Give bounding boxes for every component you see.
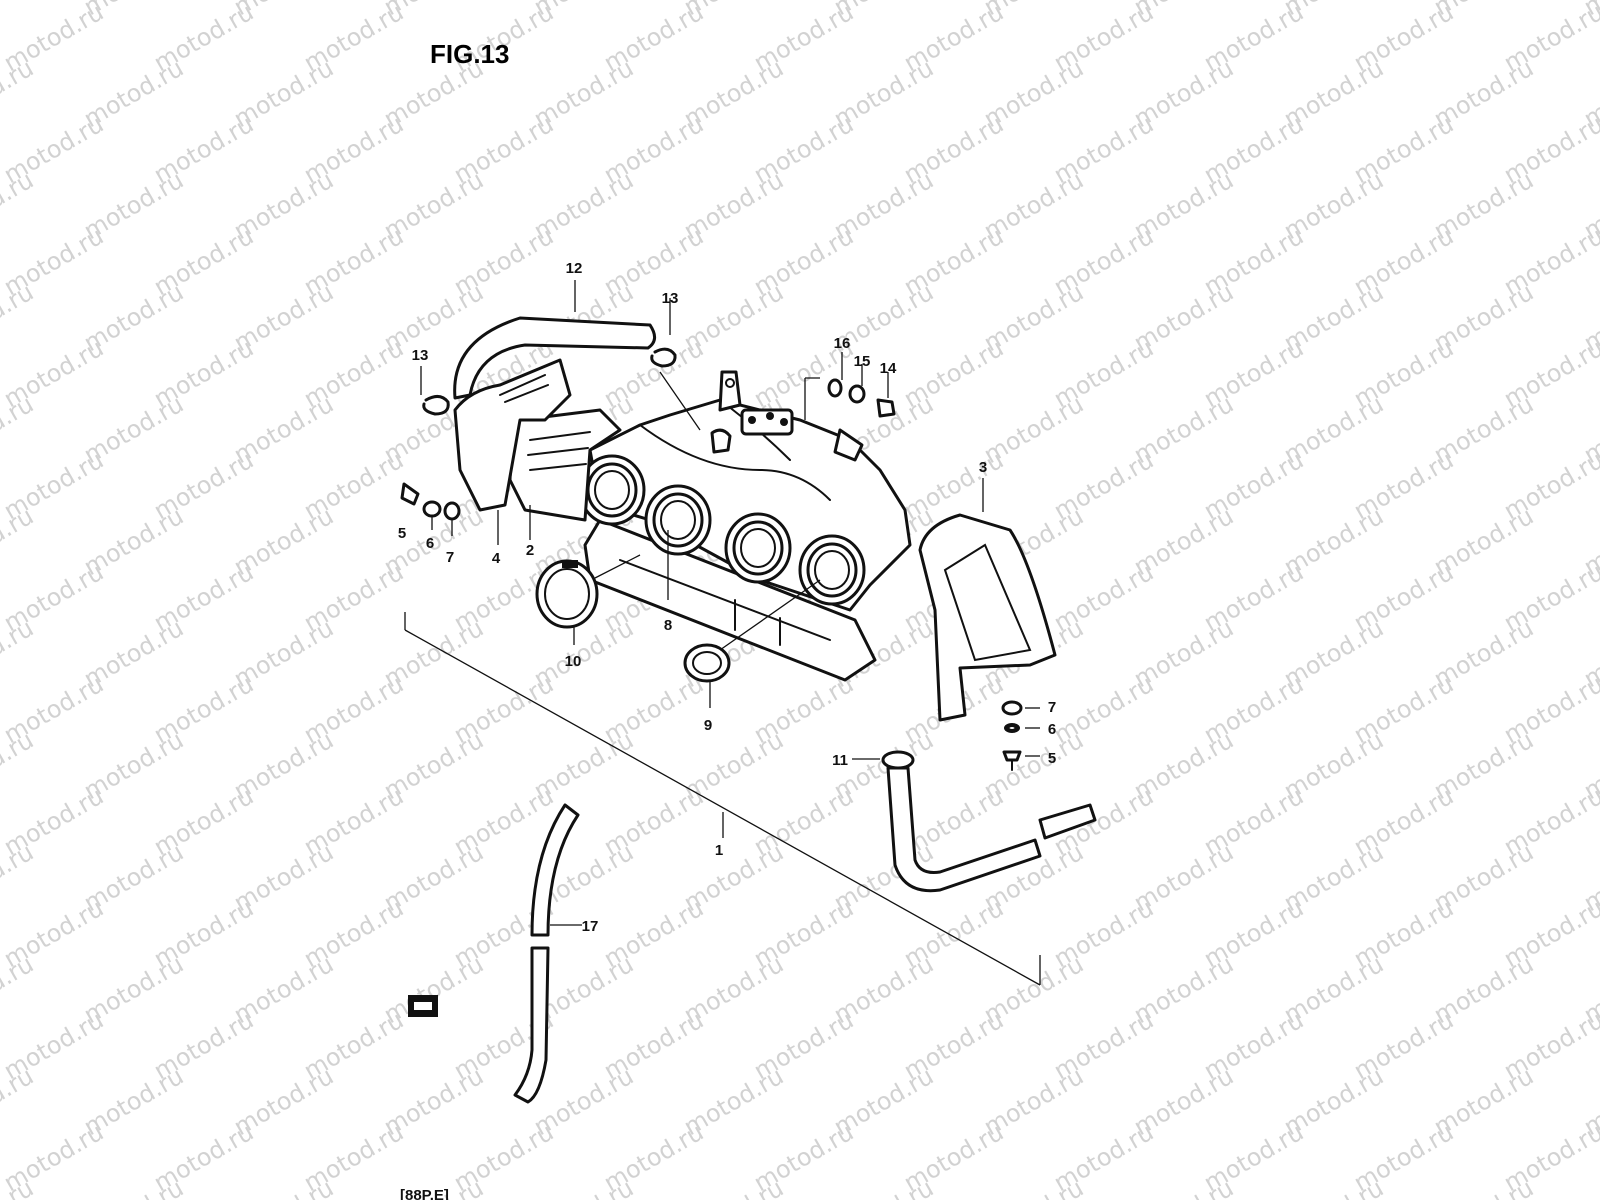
callout-7-left: 7 — [446, 549, 454, 566]
watermark-text: motod.ru — [1129, 1174, 1238, 1200]
callout-13-top: 13 — [662, 290, 679, 307]
leader-lines — [420, 280, 1040, 926]
watermark-text: motod.ru — [1579, 1174, 1600, 1200]
intake-boots — [578, 454, 866, 606]
right-fasteners — [1001, 700, 1023, 771]
top-fasteners — [827, 378, 896, 418]
intake-boot-2 — [644, 484, 712, 556]
drain-tube — [881, 750, 1097, 893]
drain-hose — [513, 803, 580, 1104]
footer-code: [88P.E] — [400, 1187, 449, 1200]
watermark-text: motod.ru — [1429, 1174, 1538, 1200]
callout-7-right: 7 — [1048, 699, 1056, 716]
callout-16: 16 — [834, 335, 851, 352]
callout-2: 2 — [526, 542, 534, 559]
callout-14: 14 — [880, 360, 897, 377]
callout-4: 4 — [492, 550, 501, 567]
callout-6-right: 6 — [1048, 721, 1056, 738]
hose-clamps — [422, 347, 677, 416]
callout-3: 3 — [979, 459, 987, 476]
intake-boot-4 — [798, 534, 866, 606]
watermark-text: motod.ru — [679, 1174, 788, 1200]
watermark-text: motod.ru — [829, 1174, 938, 1200]
callout-1: 1 — [715, 842, 723, 859]
left-cover-parts — [453, 358, 622, 522]
large-clamp — [535, 559, 599, 629]
watermark-text: motod.ru — [229, 1174, 338, 1200]
callouts: 1 2 3 4 5 5 6 6 7 7 8 9 10 11 12 13 13 1… — [398, 260, 1056, 935]
callout-6-left: 6 — [426, 535, 434, 552]
intake-duct — [918, 513, 1057, 722]
seal-ring — [683, 643, 731, 683]
callout-5-right: 5 — [1048, 750, 1056, 767]
callout-17: 17 — [582, 918, 599, 935]
callout-12: 12 — [566, 260, 583, 277]
watermark-text: motod.ru — [979, 1174, 1088, 1200]
callout-11: 11 — [832, 752, 848, 769]
breather-hose — [453, 316, 656, 400]
callout-10: 10 — [565, 653, 582, 670]
watermark-text: motod.ru — [0, 0, 38, 21]
info-tag-icon — [408, 995, 438, 1017]
left-fasteners — [400, 482, 461, 521]
watermark-text: motod.ru — [1279, 1174, 1388, 1200]
callout-8: 8 — [664, 617, 672, 634]
intake-boot-3 — [724, 512, 792, 584]
figure-title: FIG.13 — [430, 39, 509, 69]
callout-13-left: 13 — [412, 347, 429, 364]
assembly-bracket — [404, 612, 1041, 986]
watermark-text: motod.ru — [529, 1174, 638, 1200]
watermark-text: motod.ru — [79, 1174, 188, 1200]
callout-15: 15 — [854, 353, 871, 370]
callout-5-left: 5 — [398, 525, 406, 542]
callout-9: 9 — [704, 717, 712, 734]
